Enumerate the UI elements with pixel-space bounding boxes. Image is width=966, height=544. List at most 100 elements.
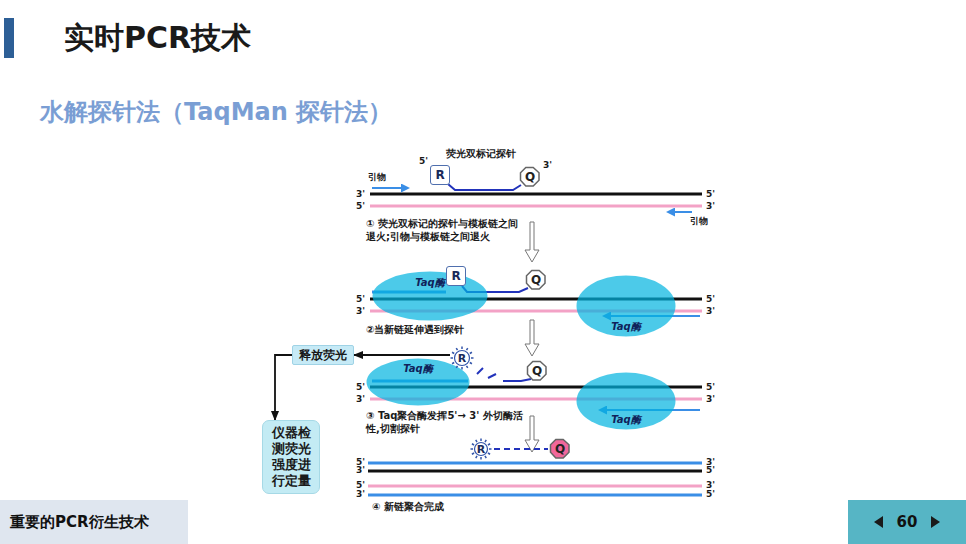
node-text: Q (532, 364, 542, 378)
template-strand (368, 470, 702, 473)
probe-fragment (477, 368, 483, 374)
step-arrow (525, 222, 539, 262)
taq-enzyme: Taq酶 (576, 275, 676, 337)
glow-ray (488, 444, 490, 445)
footer-band: 重要的PCR衍生技术 (0, 500, 188, 544)
strand-label: 5' (706, 466, 715, 475)
glow-ray (476, 440, 477, 442)
strand-label: 5' (706, 382, 715, 392)
node-text: Q (555, 442, 565, 456)
ellipse-shape (367, 359, 470, 406)
circle-shape (475, 443, 488, 456)
prev-arrow (874, 516, 883, 528)
step-caption: ③ Taq聚合酶发挥5'→ 3' 外切酶活性,切割探针 (366, 409, 524, 435)
circle-shape (455, 351, 470, 366)
node-text: 60 (897, 513, 918, 531)
node-text: 仪器检测荧光强度进行定量 (270, 425, 312, 489)
node-text: R (435, 168, 444, 182)
ellipse-shape (373, 272, 488, 321)
strand-label: 3' (356, 394, 365, 404)
glow-ray (467, 348, 468, 350)
ellipse-shape (577, 373, 676, 430)
glow-ray (485, 456, 486, 458)
step-arrow (525, 320, 539, 356)
strand-label: 5' (706, 490, 715, 499)
quencher-q: Q (526, 270, 546, 290)
strand-label: 5' (419, 156, 428, 166)
template-strand (368, 485, 702, 488)
strand-label: 引物 (368, 172, 386, 182)
glow-ray (461, 347, 463, 350)
probe-fragment (488, 374, 496, 378)
cleaved-probe (494, 448, 548, 450)
glow-ray (452, 352, 454, 353)
node-text: R (477, 443, 485, 456)
strand-label: 荧光双标记探针 (446, 148, 516, 160)
glow-ray (485, 440, 486, 442)
new-strand (368, 494, 702, 497)
octagon-shape (521, 168, 540, 187)
fluorophore-r-released: R (470, 438, 492, 460)
subtitle: 水解探针法（TaqMan 探针法） (40, 97, 392, 127)
glow-ray (461, 367, 463, 370)
probe-line (503, 379, 531, 381)
strand-label: ④ 新链聚合完成 (372, 501, 444, 513)
template-strand (370, 193, 702, 196)
strand-label: 3' (706, 306, 715, 316)
strand-label: 5' (356, 294, 365, 304)
callout-box: 仪器检测荧光强度进行定量 (262, 420, 320, 494)
fluorophore-r-released: R (450, 346, 474, 370)
strand-label: 引物 (690, 216, 708, 226)
strand-label: 5' (706, 189, 715, 199)
probe-line (448, 184, 521, 190)
glow-ray (451, 357, 454, 359)
strand-label: 3' (543, 160, 552, 170)
node-text: Taq酶 (611, 321, 641, 333)
page-number-panel: 60 (848, 500, 966, 544)
fluorophore-r: R (446, 266, 466, 286)
glow-ray (456, 366, 457, 368)
node-text: Q (531, 273, 541, 287)
glow-ray (456, 348, 457, 350)
connector (354, 354, 450, 356)
node-text: R (451, 269, 460, 283)
glow-ray (452, 363, 454, 364)
node-text: Taq酶 (611, 414, 641, 426)
strand-label: 5' (356, 382, 365, 392)
quencher-q: Q (520, 167, 540, 187)
glow-ray (470, 363, 472, 364)
glow-ray (488, 453, 490, 454)
step-caption: ① 荧光双标记的探针与模板链之间退火;引物与模板链之间退火 (366, 217, 524, 243)
octagon-shape (528, 362, 547, 381)
primer-arrow (674, 211, 692, 213)
glow-ray (471, 448, 474, 450)
node-text: 重要的PCR衍生技术 (10, 513, 149, 531)
strand-label: 5' (356, 481, 365, 490)
strand-label: 3' (356, 466, 365, 475)
strand-label: 3' (356, 490, 365, 499)
glow-ray (476, 456, 477, 458)
taq-enzyme: Taq酶 (366, 358, 470, 406)
connector (275, 355, 292, 420)
strand-label: 3' (706, 201, 715, 211)
octagon-shape (527, 271, 546, 290)
ellipse-shape (577, 276, 676, 337)
strand-label: 5' (706, 294, 715, 304)
node-text: R (458, 352, 466, 365)
node-text: 释放荧光 (299, 348, 347, 362)
taq-enzyme: Taq酶 (576, 372, 676, 430)
glow-ray (489, 448, 492, 450)
glow-ray (470, 352, 472, 353)
glow-ray (471, 357, 474, 359)
step-arrow (525, 416, 539, 452)
strand-label: ②当新链延伸遇到探针 (366, 324, 464, 336)
node-text: Q (525, 170, 535, 184)
fluorophore-r: R (430, 165, 450, 185)
taq-enzyme: Taq酶 (372, 271, 488, 321)
octagon-shape (551, 440, 570, 459)
title-accent-bar (4, 18, 14, 58)
next-arrow (931, 516, 940, 528)
strand-label: 3' (706, 394, 715, 404)
